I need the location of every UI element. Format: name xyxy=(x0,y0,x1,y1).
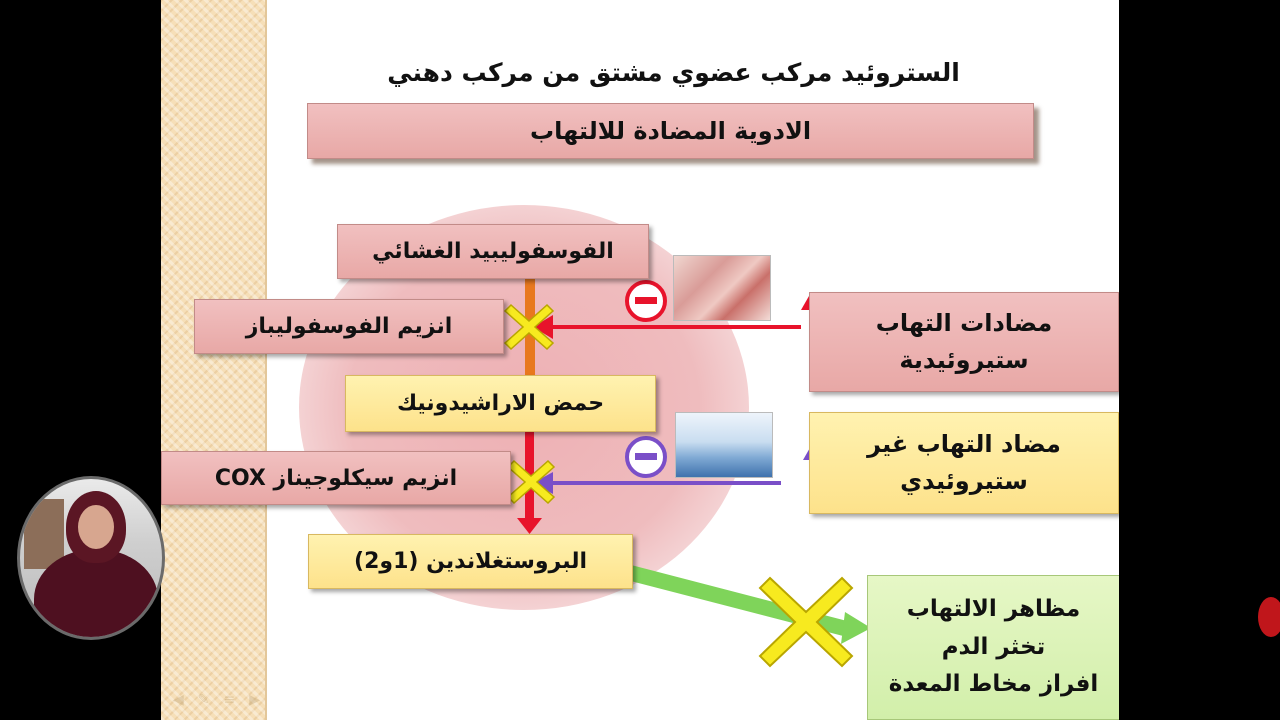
box-arachidonic-acid-text: حمض الاراشيدونيك xyxy=(396,391,605,416)
slide: ◀ ✎ ≡ ▶ الستروئيد مركب عضوي مشتق من مركب… xyxy=(161,0,1119,720)
slide-left-band: ◀ ✎ ≡ ▶ xyxy=(161,0,267,720)
block-cross-icon xyxy=(503,303,555,351)
block-cross-icon xyxy=(506,459,556,505)
presenter-body xyxy=(34,549,158,637)
webcam-background-shelf xyxy=(24,499,64,569)
next-slide-icon[interactable]: ▶ xyxy=(249,692,261,708)
inhibit-minus-icon xyxy=(625,436,667,478)
prev-slide-icon[interactable]: ◀ xyxy=(173,692,184,708)
green-arrow-head xyxy=(841,612,871,644)
nsaid-line-1: مضاد التهاب غير xyxy=(867,429,1061,458)
effects-line-3: افراز مخاط المعدة xyxy=(888,671,1099,698)
pen-icon[interactable]: ✎ xyxy=(197,692,210,708)
steroid-line-1: مضادات التهاب xyxy=(875,308,1053,337)
medicine-photo xyxy=(675,412,773,478)
box-prostaglandin-text: البروستغلاندين (1و2) xyxy=(354,549,587,574)
box-membrane-phospholipid-text: الفوسفوليبيد الغشائي xyxy=(372,239,614,264)
box-steroidal-anti-inflammatory: مضادات التهاب ستيروئيدية xyxy=(809,292,1119,392)
steroid-inhibit-arrow-head xyxy=(533,315,553,339)
arrow-head-prostaglandin xyxy=(517,518,542,534)
box-phospholipase-enzyme: انزيم الفوسفوليباز xyxy=(194,299,504,354)
menu-icon[interactable]: ≡ xyxy=(223,692,236,708)
presenter-face xyxy=(78,505,114,549)
box-nonsteroidal-anti-inflammatory: مضاد التهاب غير ستيروئيدي xyxy=(809,412,1119,514)
effects-line-1: مظاهر الالتهاب xyxy=(906,595,1081,622)
side-nav-button[interactable] xyxy=(1258,597,1280,637)
slide-title: الستروئيد مركب عضوي مشتق من مركب دهني xyxy=(387,58,960,87)
header-banner: الادوية المضادة للالتهاب xyxy=(307,103,1034,159)
inhibit-minus-icon xyxy=(625,280,667,322)
hands-photo xyxy=(673,255,771,321)
pathway-diagram xyxy=(503,279,871,668)
block-cross-icon xyxy=(758,576,854,668)
box-cox-enzyme: انزيم سيكلوجيناز COX xyxy=(161,451,511,505)
box-membrane-phospholipid: الفوسفوليبيد الغشائي xyxy=(337,224,649,279)
steroid-line-2: ستيروئيدية xyxy=(899,346,1029,374)
nsaid-inhibit-arrow-head xyxy=(533,472,553,494)
header-text: الادوية المضادة للالتهاب xyxy=(529,117,812,145)
box-inflammation-effects: مظاهر الالتهاب تخثر الدم افراز مخاط المع… xyxy=(867,575,1119,720)
box-arachidonic-acid: حمض الاراشيدونيك xyxy=(345,375,656,432)
effects-line-2: تخثر الدم xyxy=(941,633,1046,660)
nsaid-line-2: ستيروئيدي xyxy=(900,467,1028,495)
presentation-toolbar[interactable]: ◀ ✎ ≡ ▶ xyxy=(173,692,260,708)
presenter-webcam xyxy=(17,476,165,640)
box-prostaglandin: البروستغلاندين (1و2) xyxy=(308,534,633,589)
box-cox-enzyme-text: انزيم سيكلوجيناز COX xyxy=(214,465,458,491)
box-phospholipase-enzyme-text: انزيم الفوسفوليباز xyxy=(245,314,453,339)
